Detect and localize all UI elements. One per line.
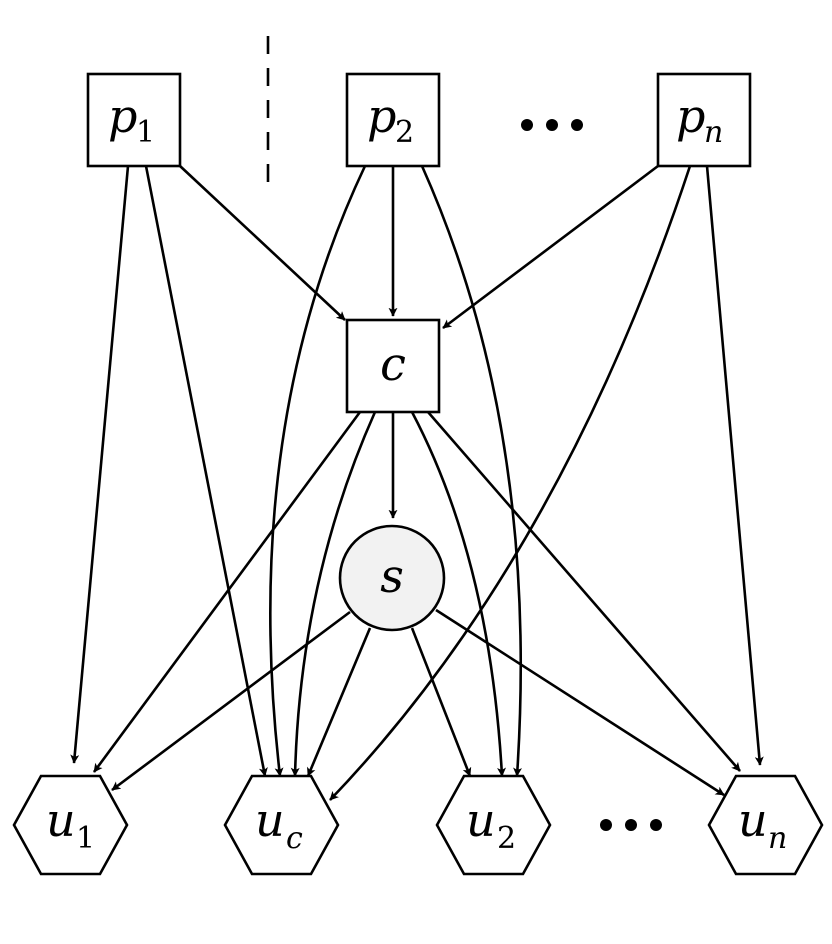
edge-p2-uc: [269, 165, 367, 777]
edge-s-u2: [410, 627, 472, 777]
node-uc-base: u: [255, 793, 285, 847]
edge-pn-uc: [329, 165, 692, 801]
node-p1-sub: 1: [136, 115, 155, 150]
node-pn-base: p: [676, 89, 705, 143]
node-p1-base: p: [108, 89, 137, 143]
node-uc: u c: [223, 774, 340, 876]
node-u2-sub: 2: [497, 821, 516, 856]
edge-pn-un: [705, 165, 764, 766]
edge-p1-u1: [70, 165, 130, 764]
edge-c-un: [427, 411, 741, 772]
node-un: u n: [707, 774, 824, 876]
bottom-ellipsis: [600, 819, 662, 831]
edge-c-u1: [92, 411, 362, 773]
edge-s-un: [435, 608, 725, 797]
node-p2-base: p: [367, 89, 396, 143]
node-u2: u 2: [435, 774, 552, 876]
node-u1-sub: 1: [76, 821, 95, 856]
node-p2-sub: 2: [395, 115, 414, 150]
node-p2: p 2: [345, 72, 441, 168]
node-s-label: s: [380, 549, 404, 603]
edge-c-uc: [290, 411, 377, 777]
edges: [70, 164, 764, 801]
top-ellipsis: [521, 119, 583, 131]
node-p1: p 1: [86, 72, 182, 168]
node-u2-base: u: [466, 793, 496, 847]
node-u1-base: u: [46, 793, 76, 847]
node-un-base: u: [738, 793, 768, 847]
edge-c-u2: [410, 411, 507, 777]
node-pn: p n: [656, 72, 752, 168]
node-c-label: c: [380, 337, 406, 391]
node-uc-sub: c: [286, 821, 303, 856]
edge-s-u1: [111, 610, 351, 792]
node-u1: u 1: [12, 774, 129, 876]
edge-pn-c: [442, 164, 659, 330]
node-s: s: [338, 524, 446, 632]
edge-p2-u2: [420, 165, 523, 777]
node-pn-sub: n: [704, 115, 723, 150]
edge-p1-c: [179, 165, 346, 321]
edge-s-uc: [306, 627, 372, 777]
node-c: c: [345, 318, 441, 414]
edge-p1-uc: [144, 165, 268, 777]
node-un-sub: n: [768, 821, 787, 856]
